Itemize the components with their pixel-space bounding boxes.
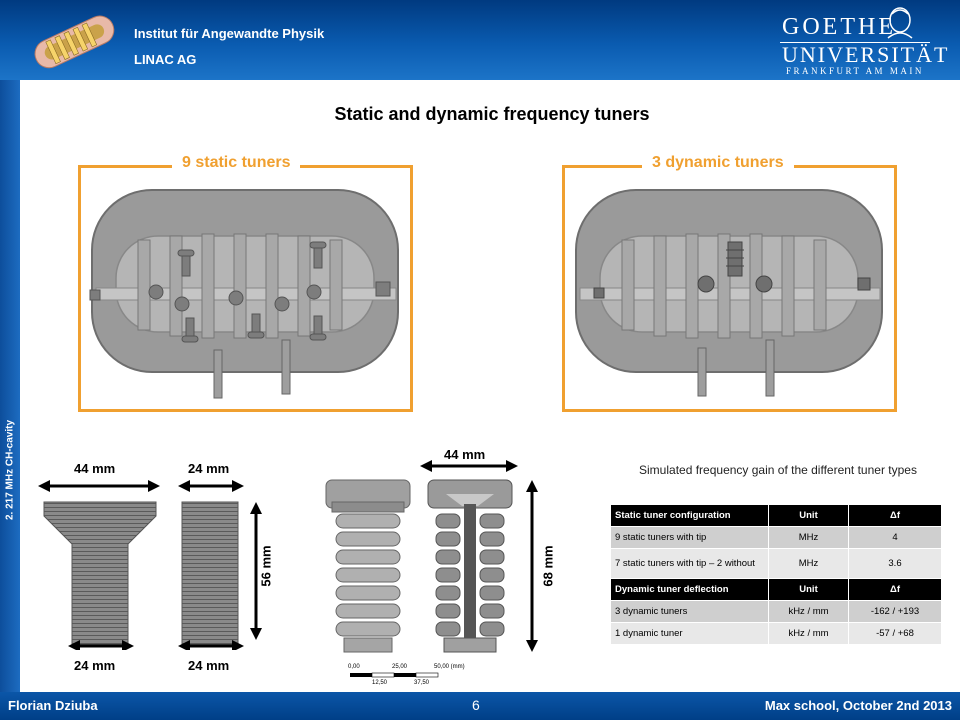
dynamic-tuner-bellows-drawing (325, 460, 538, 678)
table-cell: 4 (848, 526, 942, 549)
table-cell: Δf (848, 504, 942, 527)
table-cell: -162 / +193 (848, 600, 942, 623)
section-label: 2. 217 MHz CH-cavity (4, 419, 16, 521)
university-line: UNIVERSITÄT (782, 42, 950, 67)
table-cell: MHz (768, 548, 849, 579)
table-cell: kHz / mm (768, 600, 849, 623)
dim-left-top: 44 mm (74, 461, 116, 476)
dim-mid-top: 24 mm (188, 461, 230, 476)
scale-label-0: 0,00 (348, 664, 360, 670)
table-cell: -57 / +68 (848, 622, 942, 645)
table-cell: 9 static tuners with tip (610, 526, 769, 549)
dynamic-tuners-label: 3 dynamic tuners (642, 154, 794, 172)
scale-bar (350, 672, 439, 678)
dim-left-bottom: 24 mm (74, 658, 116, 673)
dim-right-top: 44 mm (444, 447, 486, 462)
table-cell: 1 dynamic tuner (610, 622, 769, 645)
dynamic-cavity-render (575, 189, 883, 397)
side-bar: 2. 217 MHz CH-cavity (0, 80, 20, 692)
university-rule (780, 42, 930, 43)
institute-name: Institut für Angewandte Physik (134, 26, 325, 41)
static-tuners-label: 9 static tuners (172, 154, 301, 172)
table-cell: Static tuner configuration (610, 504, 769, 527)
scale-label-25: 25,00 (392, 664, 408, 670)
table-cell: 3 dynamic tuners (610, 600, 769, 623)
table-cell: kHz / mm (768, 622, 849, 645)
dim-right-height: 68 mm (540, 545, 556, 587)
static-tuner-with-tip-drawing (38, 480, 160, 650)
static-tuner-without-tip-drawing (178, 480, 262, 650)
university-city: FRANKFURT AM MAIN (786, 66, 924, 76)
header-bar: Institut für Angewandte Physik LINAC AG … (0, 0, 960, 80)
scale-label-12: 12,50 (372, 680, 388, 686)
table-caption: Simulated frequency gain of the differen… (639, 463, 917, 477)
table-cell: Δf (848, 578, 942, 601)
goethe-portrait-logo (887, 7, 913, 39)
university-name: GOETHE (782, 14, 896, 40)
table-cell: Unit (768, 504, 849, 527)
slide-title: Static and dynamic frequency tuners (334, 104, 650, 124)
dim-mid-height: 56 mm (258, 545, 274, 587)
group-name: LINAC AG (134, 52, 197, 67)
page-number: 6 (472, 697, 480, 713)
scale-label-37: 37,50 (414, 680, 430, 686)
event-name: Max school, October 2nd 2013 (764, 698, 952, 713)
author-name: Florian Dziuba (8, 698, 98, 713)
static-cavity-render (89, 189, 399, 399)
table-cell: Dynamic tuner deflection (610, 578, 769, 601)
dim-mid-bottom: 24 mm (188, 658, 230, 673)
footer-bar: Florian Dziuba 6 Max school, October 2nd… (0, 692, 960, 720)
linac-cavity-logo (34, 15, 115, 69)
table-cell: 3.6 (848, 548, 942, 579)
table-cell: 7 static tuners with tip – 2 without (610, 548, 769, 579)
table-cell: MHz (768, 526, 849, 549)
table-cell: Unit (768, 578, 849, 601)
scale-label-50: 50,00 (mm) (434, 664, 465, 670)
